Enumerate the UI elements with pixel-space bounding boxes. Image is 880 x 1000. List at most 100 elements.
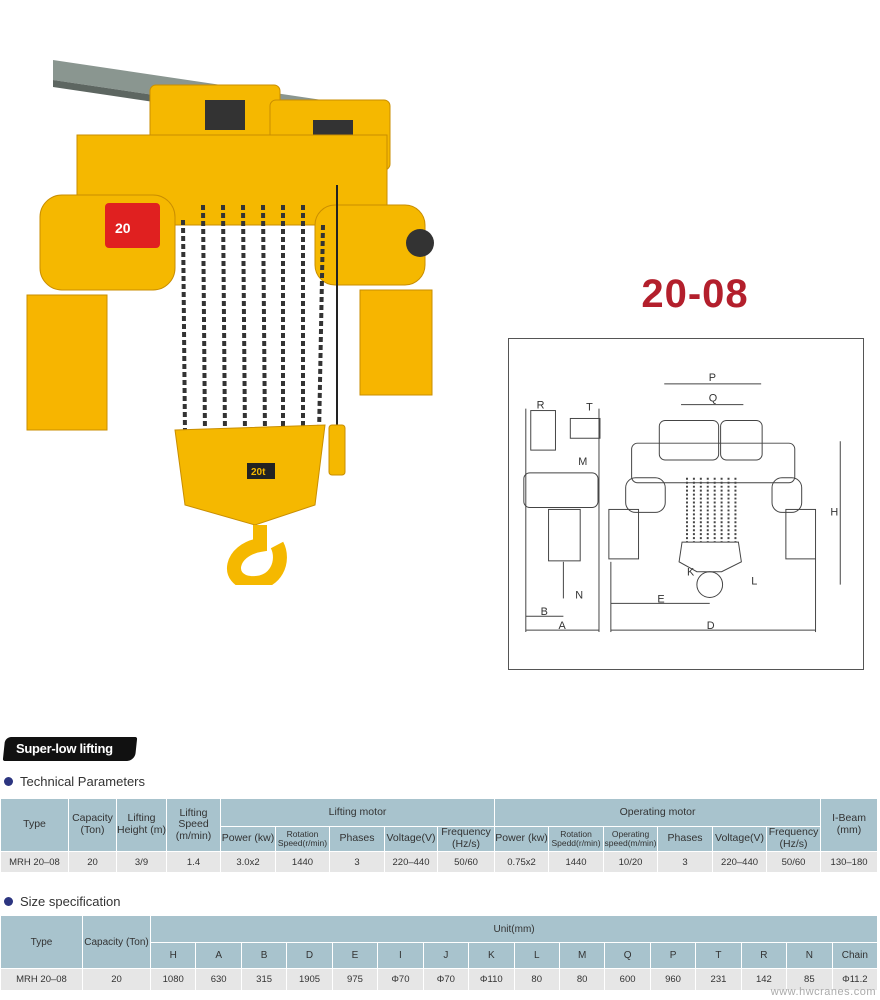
table-cell: 1440 bbox=[548, 851, 605, 873]
header-om-frequency: Frequency (Hz/s) bbox=[766, 826, 822, 852]
category-banner: Super-low lifting bbox=[2, 737, 138, 761]
table-cell: 231 bbox=[695, 968, 742, 991]
header-lm-frequency: Frequency (Hz/s) bbox=[436, 826, 496, 852]
header-lm-phases: Phases bbox=[329, 826, 385, 852]
table-cell: 10/20 bbox=[603, 851, 659, 873]
table-cell: 130–180 bbox=[820, 851, 879, 873]
header-dimension: D bbox=[286, 942, 333, 969]
header-capacity: Capacity (Ton) bbox=[68, 798, 117, 852]
table-cell: 142 bbox=[740, 968, 788, 991]
bullet-icon bbox=[4, 897, 13, 906]
table-cell: 50/60 bbox=[436, 851, 496, 873]
svg-text:B: B bbox=[541, 606, 548, 618]
table-cell: 80 bbox=[558, 968, 606, 991]
header-type: Type bbox=[0, 915, 83, 969]
header-lifting-height: Lifting Height (m) bbox=[116, 798, 167, 852]
model-title: 20-08 bbox=[641, 272, 749, 316]
header-unit: Unit(mm) bbox=[149, 915, 879, 943]
header-i-beam: I-Beam (mm) bbox=[820, 798, 879, 852]
header-dimension: H bbox=[149, 942, 197, 969]
header-dimension: E bbox=[331, 942, 379, 969]
table-cell: Φ70 bbox=[422, 968, 470, 991]
header-lifting-speed: Lifting Speed (m/min) bbox=[166, 798, 221, 852]
svg-text:M: M bbox=[578, 456, 587, 468]
table-cell: 0.75x2 bbox=[494, 851, 550, 873]
chain-container-left bbox=[26, 294, 108, 431]
load-chains bbox=[181, 204, 325, 436]
header-om-operating-speed: Operating speed(m/min) bbox=[603, 826, 659, 852]
header-om-voltage: Voltage(V) bbox=[712, 826, 768, 852]
table-cell: 600 bbox=[604, 968, 651, 991]
header-capacity: Capacity (Ton) bbox=[82, 915, 151, 969]
header-dimension: I bbox=[377, 942, 424, 969]
svg-text:L: L bbox=[751, 576, 757, 588]
table-cell: MRH 20–08 bbox=[0, 968, 83, 991]
table-cell: 960 bbox=[649, 968, 697, 991]
table-cell: Φ110 bbox=[468, 968, 515, 991]
header-dimension: R bbox=[740, 942, 788, 969]
svg-text:R: R bbox=[537, 400, 545, 412]
table-cell: 85 bbox=[786, 968, 833, 991]
table-cell: 3.0x2 bbox=[220, 851, 276, 873]
table-cell: 630 bbox=[195, 968, 242, 991]
header-om-power: Power (kw) bbox=[494, 826, 550, 852]
svg-text:D: D bbox=[707, 620, 715, 632]
svg-text:20: 20 bbox=[115, 220, 131, 236]
header-lm-rotation: Rotation Speed(r/min) bbox=[275, 826, 330, 852]
technical-parameters-table: Type Capacity (Ton) Lifting Height (m) L… bbox=[0, 798, 879, 873]
dimension-drawing: P Q R T M H K L N B A E D bbox=[508, 338, 864, 670]
table-cell: Φ70 bbox=[377, 968, 424, 991]
svg-text:P: P bbox=[709, 372, 716, 384]
svg-text:N: N bbox=[575, 589, 583, 601]
table-cell: 1440 bbox=[275, 851, 330, 873]
header-om-rotation: Rotation Spedd(r/min) bbox=[548, 826, 605, 852]
section-title: Technical Parameters bbox=[20, 774, 145, 789]
svg-text:E: E bbox=[657, 593, 664, 605]
header-dimension: A bbox=[195, 942, 242, 969]
technical-parameters-heading: Technical Parameters bbox=[4, 774, 145, 789]
header-dimension: M bbox=[558, 942, 606, 969]
table-cell: 1905 bbox=[286, 968, 333, 991]
table-cell: 1.4 bbox=[166, 851, 221, 873]
header-lifting-motor: Lifting motor bbox=[219, 798, 496, 827]
table-cell: 50/60 bbox=[766, 851, 822, 873]
watermark: www.hwcranes.com bbox=[770, 986, 876, 998]
header-dimension: B bbox=[240, 942, 288, 969]
table-cell: Φ11.2 bbox=[831, 968, 879, 991]
header-dimension: L bbox=[513, 942, 560, 969]
svg-text:Q: Q bbox=[709, 393, 717, 405]
table-cell: 20 bbox=[82, 968, 151, 991]
section-title: Size specification bbox=[20, 894, 121, 909]
front-view bbox=[608, 383, 841, 633]
header-lm-power: Power (kw) bbox=[220, 826, 276, 852]
table-cell: 3 bbox=[657, 851, 714, 873]
svg-text:T: T bbox=[586, 402, 593, 414]
header-lm-voltage: Voltage(V) bbox=[384, 826, 438, 852]
header-dimension: Q bbox=[604, 942, 651, 969]
table-cell: 220–440 bbox=[384, 851, 438, 873]
table-cell: 220–440 bbox=[712, 851, 768, 873]
table-cell: 80 bbox=[513, 968, 560, 991]
bullet-icon bbox=[4, 777, 13, 786]
header-operating-motor: Operating motor bbox=[494, 798, 822, 827]
header-type: Type bbox=[0, 798, 69, 852]
table-cell: 315 bbox=[240, 968, 288, 991]
svg-text:K: K bbox=[687, 567, 695, 579]
table-cell: 3/9 bbox=[116, 851, 167, 873]
header-dimension: P bbox=[649, 942, 697, 969]
header-dimension: Chain bbox=[831, 942, 879, 969]
header-dimension: K bbox=[468, 942, 515, 969]
banner-label: Super-low lifting bbox=[16, 741, 113, 756]
chain-container-right bbox=[359, 289, 433, 396]
table-cell: 20 bbox=[68, 851, 117, 873]
svg-text:H: H bbox=[830, 506, 838, 518]
header-dimension: J bbox=[422, 942, 470, 969]
size-specification-heading: Size specification bbox=[4, 894, 120, 909]
hook bbox=[227, 525, 287, 585]
side-view bbox=[523, 408, 601, 633]
table-cell: MRH 20–08 bbox=[0, 851, 69, 873]
